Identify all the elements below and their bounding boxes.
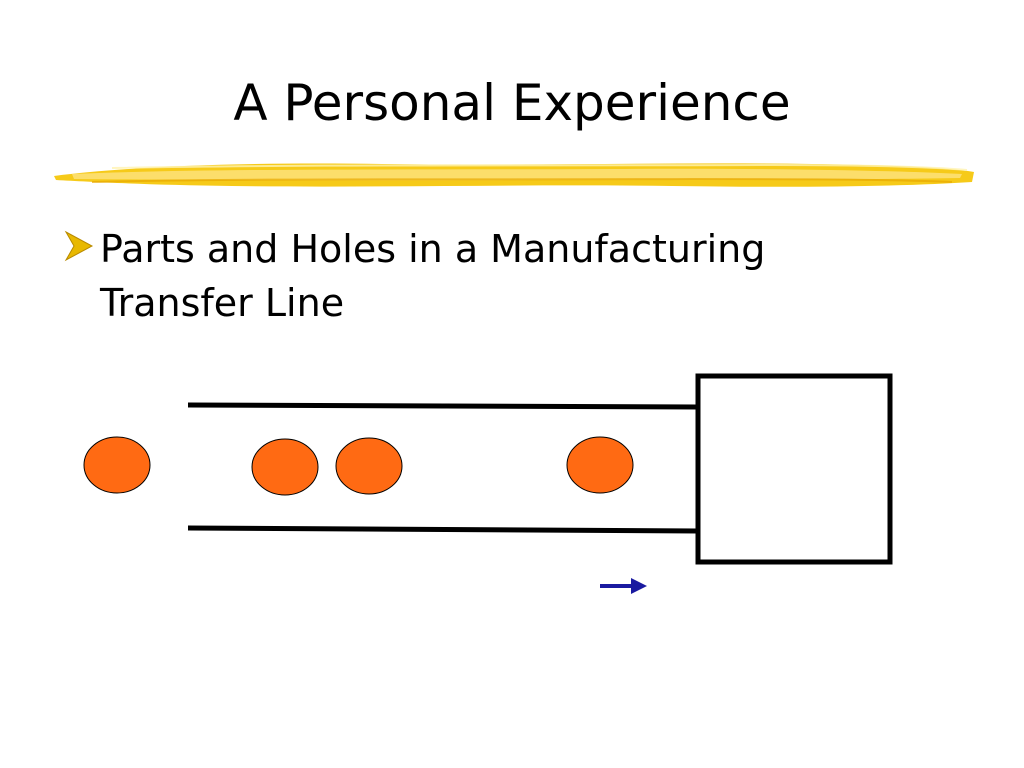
conveyor-top-rail bbox=[187, 402, 699, 410]
part-1 bbox=[83, 436, 151, 494]
machine-station-box bbox=[695, 373, 893, 565]
part-2 bbox=[251, 438, 319, 496]
bullet-item: Parts and Holes in a Manufacturing Trans… bbox=[64, 222, 944, 330]
arrowhead-bullet-icon bbox=[64, 222, 100, 266]
part-4 bbox=[566, 436, 634, 494]
highlighter-stroke bbox=[54, 163, 974, 187]
bullet-text: Parts and Holes in a Manufacturing Trans… bbox=[100, 227, 766, 325]
slide-title: A Personal Experience bbox=[233, 74, 791, 132]
conveyor-bottom-rail bbox=[187, 525, 699, 534]
right-arrow-icon bbox=[600, 578, 647, 594]
part-3 bbox=[335, 437, 403, 495]
